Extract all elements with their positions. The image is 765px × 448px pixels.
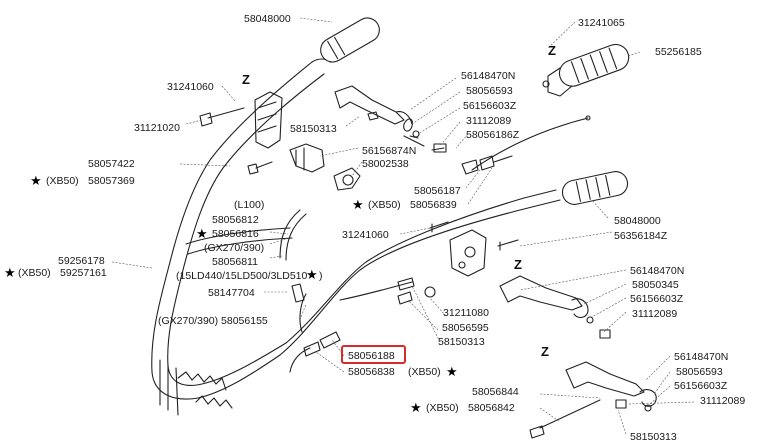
label-58048000-mid: 58048000 (614, 215, 661, 227)
label-58056811: 58056811 (212, 256, 258, 268)
label-58056186Z: 58056186Z (466, 129, 520, 141)
label-xb50: (XB50) (426, 402, 459, 414)
label-31211080: 31211080 (443, 307, 489, 319)
label-xb50: (XB50) (368, 199, 401, 211)
star-icon: ★ (306, 268, 318, 283)
label-xb50: (XB50) (46, 175, 79, 187)
label-58056812: 58056812 (212, 214, 259, 226)
label-31241060-mid: 31241060 (342, 229, 389, 241)
star-icon: ★ (30, 174, 42, 189)
label-15ld: (15LD440/15LD500/3LD510 (176, 270, 308, 282)
label-31241065: 31241065 (578, 17, 625, 29)
label-l100: (L100) (234, 199, 264, 211)
handlebar-frame (151, 58, 561, 416)
label-xb50: (XB50) (408, 366, 441, 378)
label-58056187: 58056187 (414, 185, 461, 197)
z-marker: Z (541, 344, 549, 359)
label-55256185: 55256185 (655, 46, 702, 58)
label-58150313-top: 58150313 (290, 123, 337, 135)
z-marker: Z (242, 72, 250, 87)
label-58056188-highlighted[interactable]: 58056188 (348, 350, 395, 362)
label-58056838: 58056838 (348, 366, 395, 378)
label-31112089-mid: 31112089 (632, 308, 677, 320)
label-gx270-390: (GX270/390) (204, 242, 264, 254)
label-56156603Z-bot: 56156603Z (674, 380, 728, 392)
label-gx270-390-58056155: (GX270/390) 58056155 (158, 315, 268, 327)
label-56156603Z-mid: 56156603Z (630, 293, 684, 305)
label-58050345: 58050345 (632, 279, 679, 291)
star-icon: ★ (352, 198, 364, 213)
label-58056844: 58056844 (472, 386, 519, 398)
label-56148470N-top: 56148470N (461, 70, 515, 82)
label-58147704: 58147704 (208, 287, 255, 299)
label-close-paren: ) (319, 270, 323, 282)
leader-lines (111, 17, 695, 435)
label-58056593-bot: 58056593 (676, 366, 723, 378)
label-58056593-top: 58056593 (466, 85, 513, 97)
label-58002538: 58002538 (362, 158, 409, 170)
label-58056816: 58056816 (212, 228, 259, 240)
z-marker: Z (514, 257, 522, 272)
label-xb50: (XB50) (18, 267, 51, 279)
label-58057422: 58057422 (88, 158, 135, 170)
grips (320, 17, 630, 205)
levers-and-cables (199, 85, 657, 439)
label-56148470N-mid: 56148470N (630, 265, 684, 277)
star-icon: ★ (446, 365, 458, 380)
label-59257161: 59257161 (60, 267, 107, 279)
label-56356184Z: 56356184Z (614, 230, 668, 242)
label-58150313-bot: 58150313 (630, 431, 677, 443)
label-58056842: 58056842 (468, 402, 515, 414)
label-58056839: 58056839 (410, 199, 457, 211)
label-58150313-mid: 58150313 (438, 336, 485, 348)
label-31112089-bot: 31112089 (700, 395, 745, 407)
label-59256178: 59256178 (58, 255, 105, 267)
label-31241060-top: 31241060 (167, 81, 214, 93)
label-31112089-top: 31112089 (466, 115, 511, 127)
label-58056595: 58056595 (442, 322, 489, 334)
z-marker: Z (548, 43, 556, 58)
label-58048000-top: 58048000 (244, 13, 291, 25)
star-icon: ★ (410, 401, 422, 416)
label-56148470N-bot: 56148470N (674, 351, 728, 363)
label-31121020: 31121020 (134, 122, 180, 134)
label-58057369: 58057369 (88, 175, 135, 187)
part-labels: 58048000 31241065 55256185 31241060 3112… (4, 13, 745, 443)
star-icon: ★ (196, 227, 208, 242)
highlight-box (341, 345, 406, 364)
star-icon: ★ (4, 266, 16, 281)
label-56156874N: 56156874N (362, 145, 416, 157)
label-56156603Z-top: 56156603Z (463, 100, 517, 112)
